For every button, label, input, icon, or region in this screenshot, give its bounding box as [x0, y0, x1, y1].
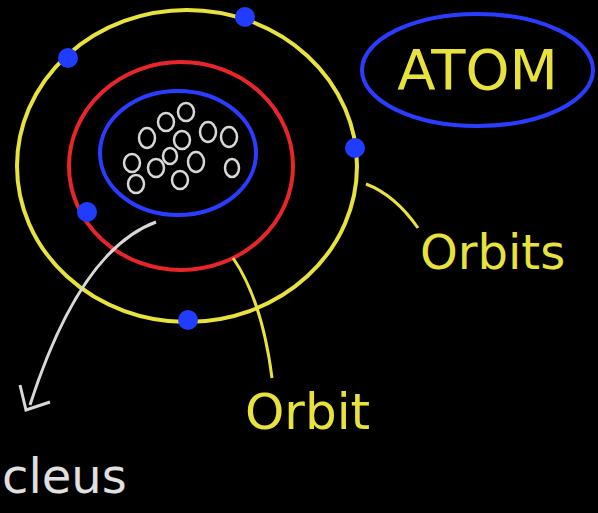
part-label: Orbit — [245, 385, 370, 440]
leader-line — [233, 258, 272, 378]
part-label: Orbits — [420, 226, 565, 279]
leader-line — [366, 184, 418, 228]
nucleons — [124, 103, 239, 193]
electrons — [58, 7, 365, 330]
part-label: cleus — [2, 450, 127, 503]
title-ellipse: ATOM — [359, 11, 596, 129]
nucleus-outline — [100, 91, 256, 215]
title-text: ATOM — [397, 39, 558, 101]
leader-line — [30, 222, 156, 405]
inner-orbit — [69, 62, 293, 270]
outer-orbit — [17, 10, 357, 322]
arrowhead — [20, 385, 50, 410]
